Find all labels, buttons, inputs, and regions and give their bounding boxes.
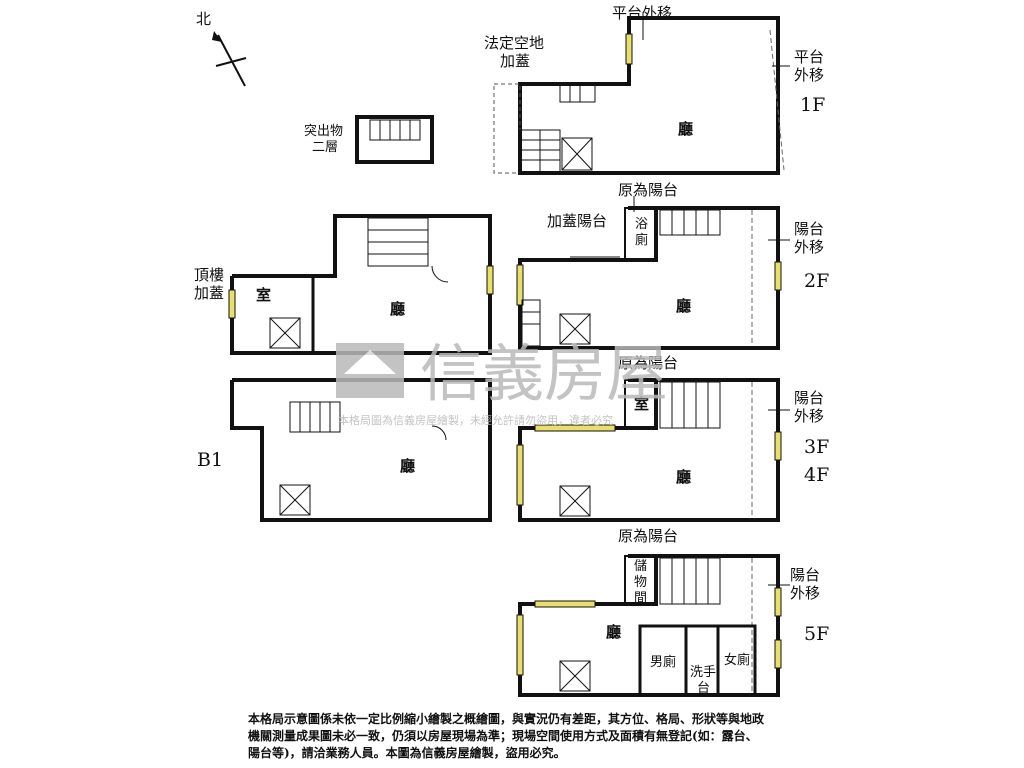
f5-hall-label: 廳 (606, 623, 621, 641)
f1-floor-label: 1F (800, 94, 825, 116)
roof-room-label: 室 (256, 286, 271, 304)
north-label: 北 (196, 10, 211, 28)
f34-side-note-1: 陽台 (794, 389, 824, 407)
f2-floor-label: 2F (804, 270, 829, 292)
floor-5f-plan: 廳 5F 原為陽台 儲 物 間 男廁 女廁 洗手 台 陽台 外移 (516, 527, 829, 697)
f2-bath-1: 浴 (635, 217, 648, 232)
floor-2f-plan: 廳 2F 原為陽台 加蓋陽台 浴 廁 陽台 外移 (516, 181, 829, 350)
f5-side-note-2: 外移 (790, 584, 820, 602)
f5-men-label: 男廁 (650, 654, 676, 670)
f2-hall-label: 廳 (676, 297, 691, 315)
f4-floor-label: 4F (804, 464, 829, 486)
f5-top-note: 原為陽台 (618, 527, 678, 545)
f34-top-note: 原為陽台 (618, 354, 678, 372)
f1-annex-note-1: 法定空地 (484, 34, 544, 52)
f2-balcony-add: 加蓋陽台 (547, 212, 607, 230)
f34-side-note-2: 外移 (794, 407, 824, 425)
f2-side-note-1: 陽台 (794, 220, 824, 238)
protrusion-label-1: 突出物 (304, 123, 343, 139)
roof-plan: 室 廳 頂樓 加蓋 (194, 214, 494, 355)
watermark-brand: 信義房屋 (420, 337, 668, 410)
roof-label-2: 加蓋 (194, 284, 224, 302)
f3-floor-label: 3F (804, 436, 829, 458)
floor-1f-plan: 廳 1F 平台外移 平台 外移 法定空地 加蓋 (484, 4, 825, 175)
f1-top-note: 平台外移 (612, 4, 672, 22)
f1-side-note-1: 平台 (794, 48, 824, 66)
f5-sink-1: 洗手 (690, 665, 716, 680)
f5-women-label: 女廁 (724, 652, 750, 668)
f2-side-note-2: 外移 (794, 238, 824, 256)
f5-sink-2: 台 (697, 681, 710, 696)
roof-label-1: 頂樓 (194, 266, 224, 284)
f5-floor-label: 5F (804, 623, 829, 645)
floor-b1-plan: 廳 B1 (197, 378, 492, 522)
disclaimer-text: 本格局示意圖係未依一定比例縮小繪製之概繪圖，與實況仍有差距，其方位、格局、形狀等… (248, 712, 765, 760)
f5-storage-2: 物 (634, 575, 647, 590)
b1-hall-label: 廳 (400, 457, 415, 475)
f1-side-note-2: 外移 (794, 66, 824, 84)
f34-hall-label: 廳 (676, 468, 691, 486)
b1-floor-label: B1 (197, 449, 223, 471)
f1-annex-note-2: 加蓋 (500, 52, 530, 70)
f5-storage-3: 間 (634, 591, 647, 606)
f2-top-note: 原為陽台 (618, 181, 678, 199)
north-arrow: 北 (196, 10, 247, 87)
f2-bath-2: 廁 (635, 232, 648, 248)
protrusion-plan: 突出物 二層 (304, 115, 434, 164)
roof-hall-label: 廳 (390, 300, 405, 318)
watermark: 信義房屋 本格局圖為信義房屋繪製，未經允許請勿盜用，違者必究 (336, 337, 668, 427)
protrusion-label-2: 二層 (312, 140, 338, 155)
f5-storage-1: 儲 (634, 559, 647, 574)
f34-room-label: 室 (634, 395, 649, 413)
f1-hall-label: 廳 (678, 120, 693, 138)
floor-3f-4f-plan: 廳 室 原為陽台 3F 4F 陽台 外移 (516, 354, 829, 522)
watermark-caption: 本格局圖為信義房屋繪製，未經允許請勿盜用，違者必究 (338, 413, 613, 427)
f5-side-note-1: 陽台 (790, 566, 820, 584)
